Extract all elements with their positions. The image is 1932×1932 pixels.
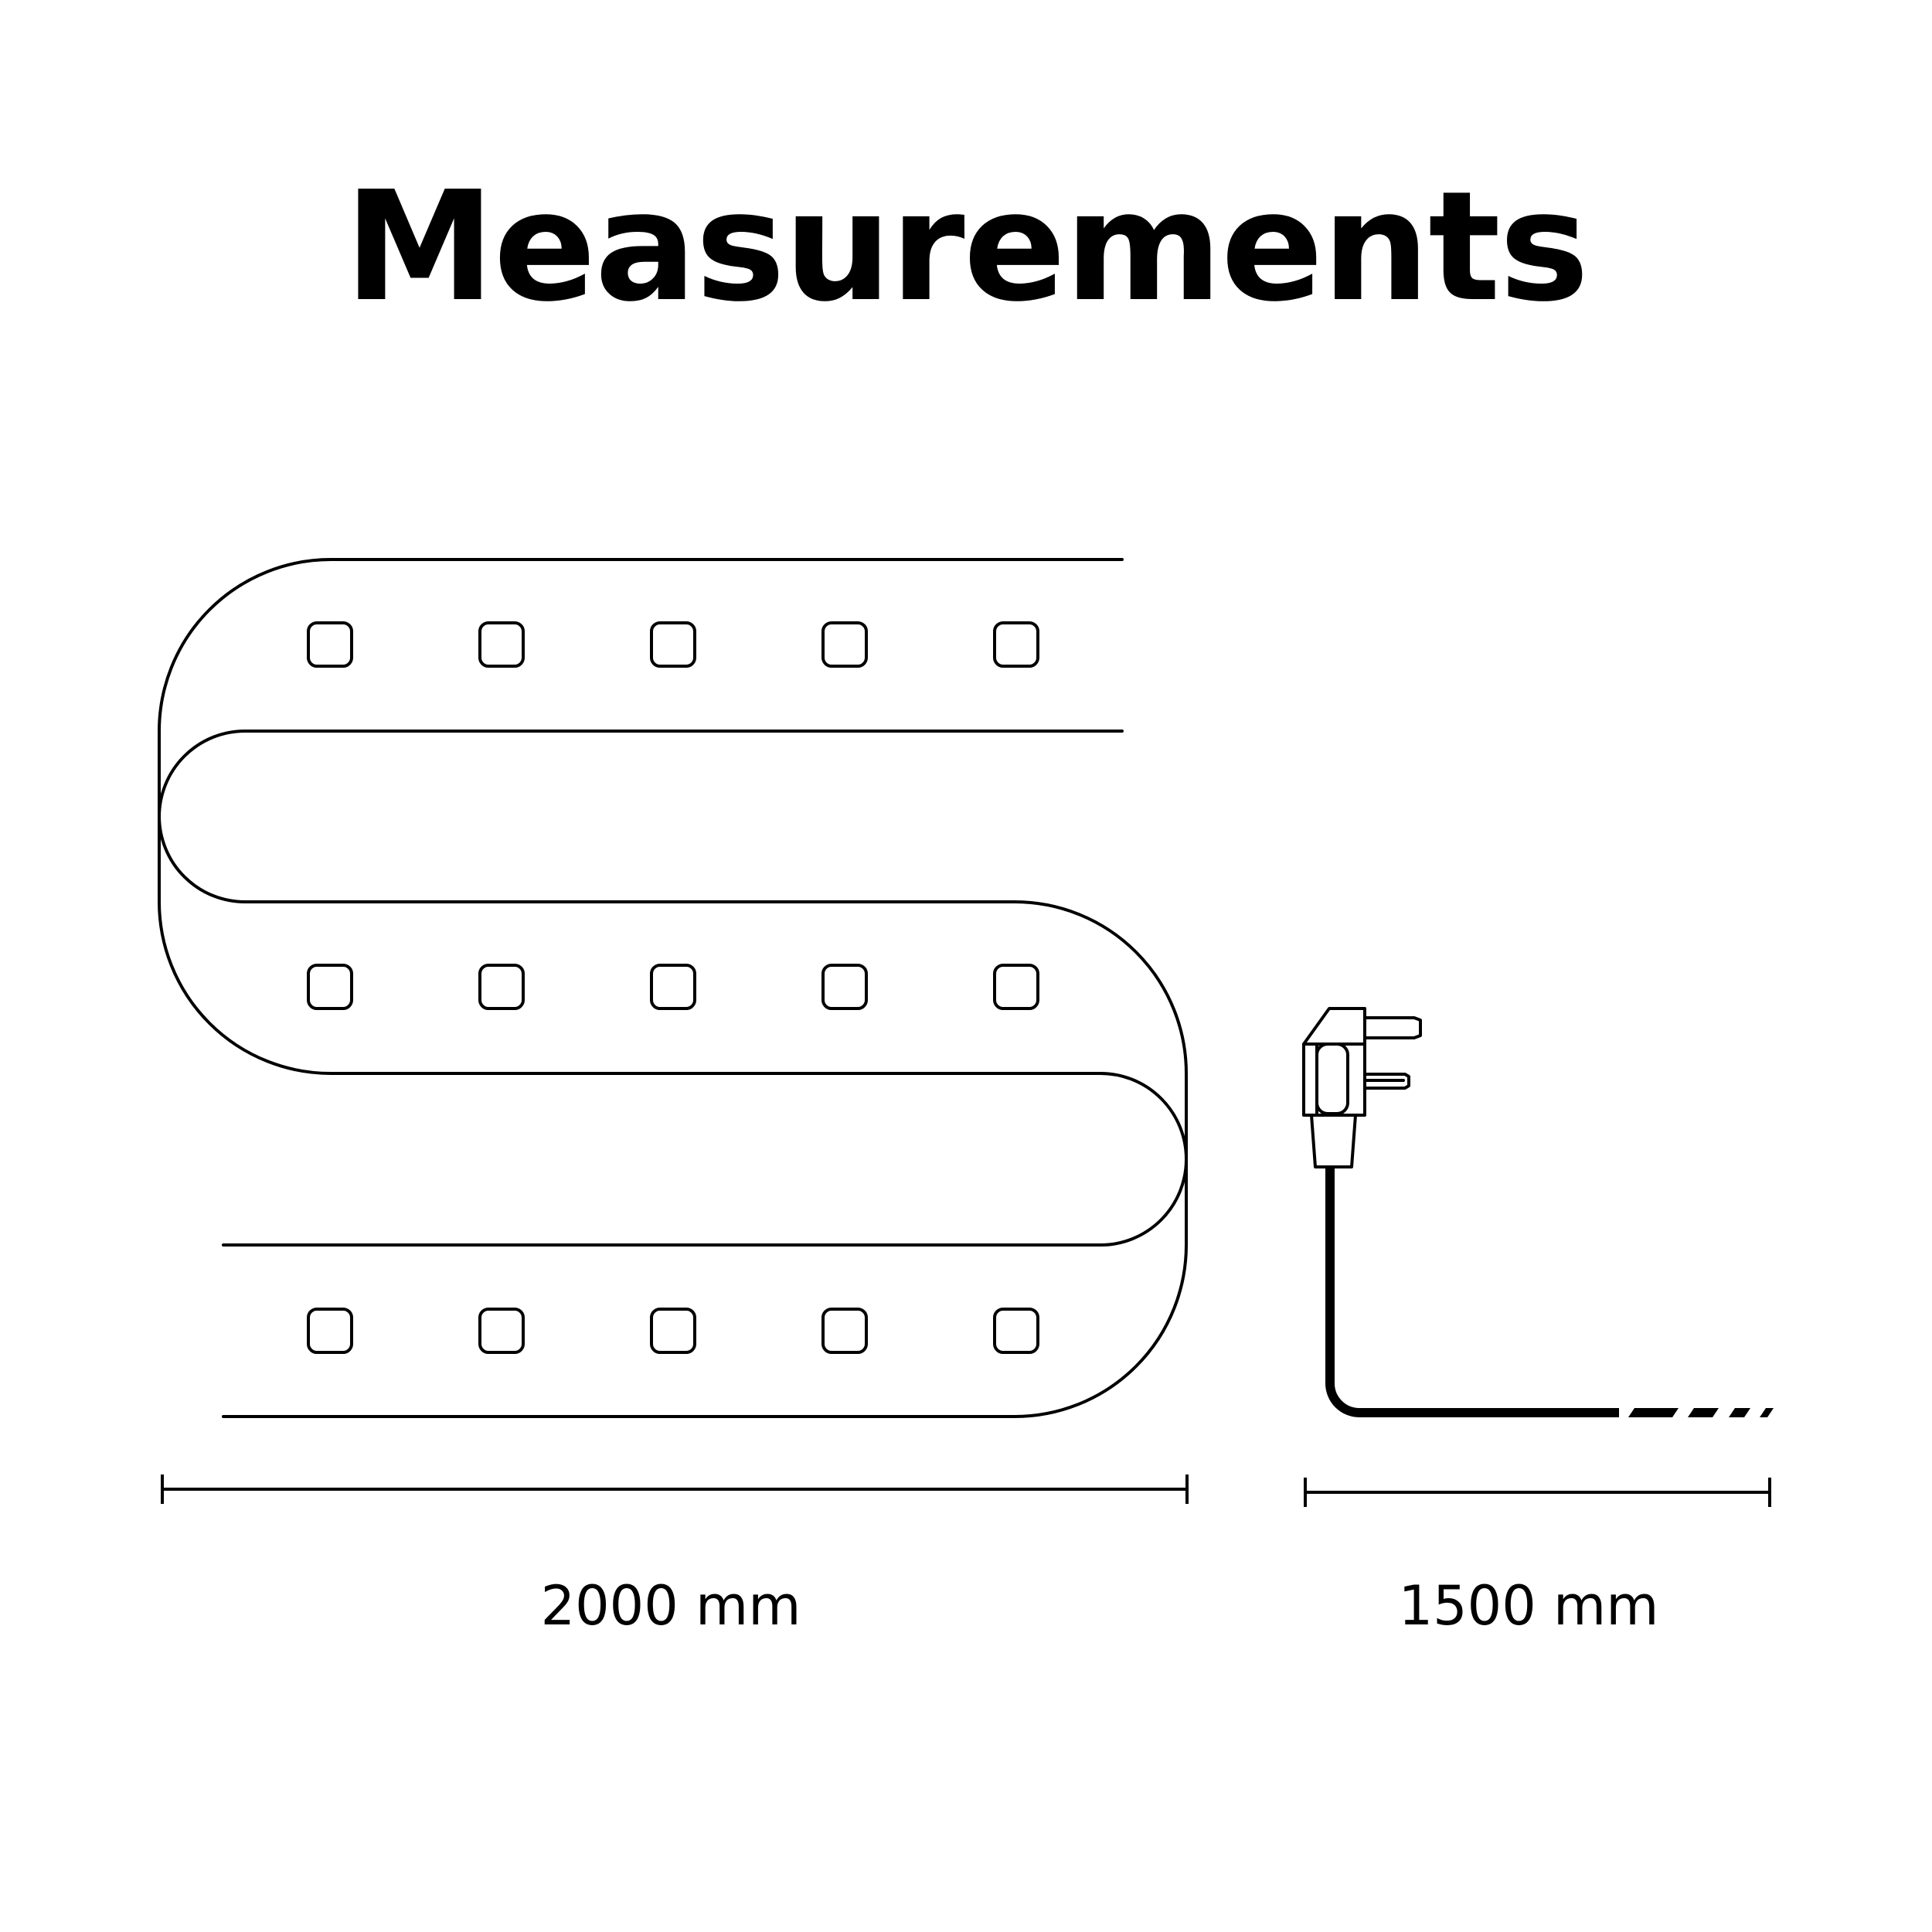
led-chip xyxy=(650,621,696,668)
led-chip xyxy=(478,964,525,1010)
strip-length-label: 2000 mm xyxy=(540,1574,801,1638)
led-chip xyxy=(821,964,868,1010)
led-chip xyxy=(993,621,1039,668)
cable-dimension-line xyxy=(1304,1478,1771,1507)
page-title: Measurements xyxy=(344,159,1589,335)
led-chips xyxy=(307,621,1039,1354)
cable-length-label: 1500 mm xyxy=(1398,1574,1659,1638)
led-chip xyxy=(650,964,696,1010)
led-chip xyxy=(307,964,353,1010)
led-chip xyxy=(307,1308,353,1354)
led-chip xyxy=(993,1308,1039,1354)
plug-icon xyxy=(1302,1007,1422,1168)
led-strip-inner-edge xyxy=(158,730,1188,1418)
led-chip xyxy=(650,1308,696,1354)
power-cable xyxy=(1325,1167,1619,1417)
led-chip xyxy=(478,1308,525,1354)
cable-dashes xyxy=(1628,1408,1774,1417)
led-chip xyxy=(307,621,353,668)
led-chip xyxy=(478,621,525,668)
strip-dimension-line xyxy=(161,1475,1189,1504)
led-chip xyxy=(821,621,868,668)
led-strip-outer-edge xyxy=(158,558,1188,1247)
led-chip xyxy=(993,964,1039,1010)
led-chip xyxy=(821,1308,868,1354)
